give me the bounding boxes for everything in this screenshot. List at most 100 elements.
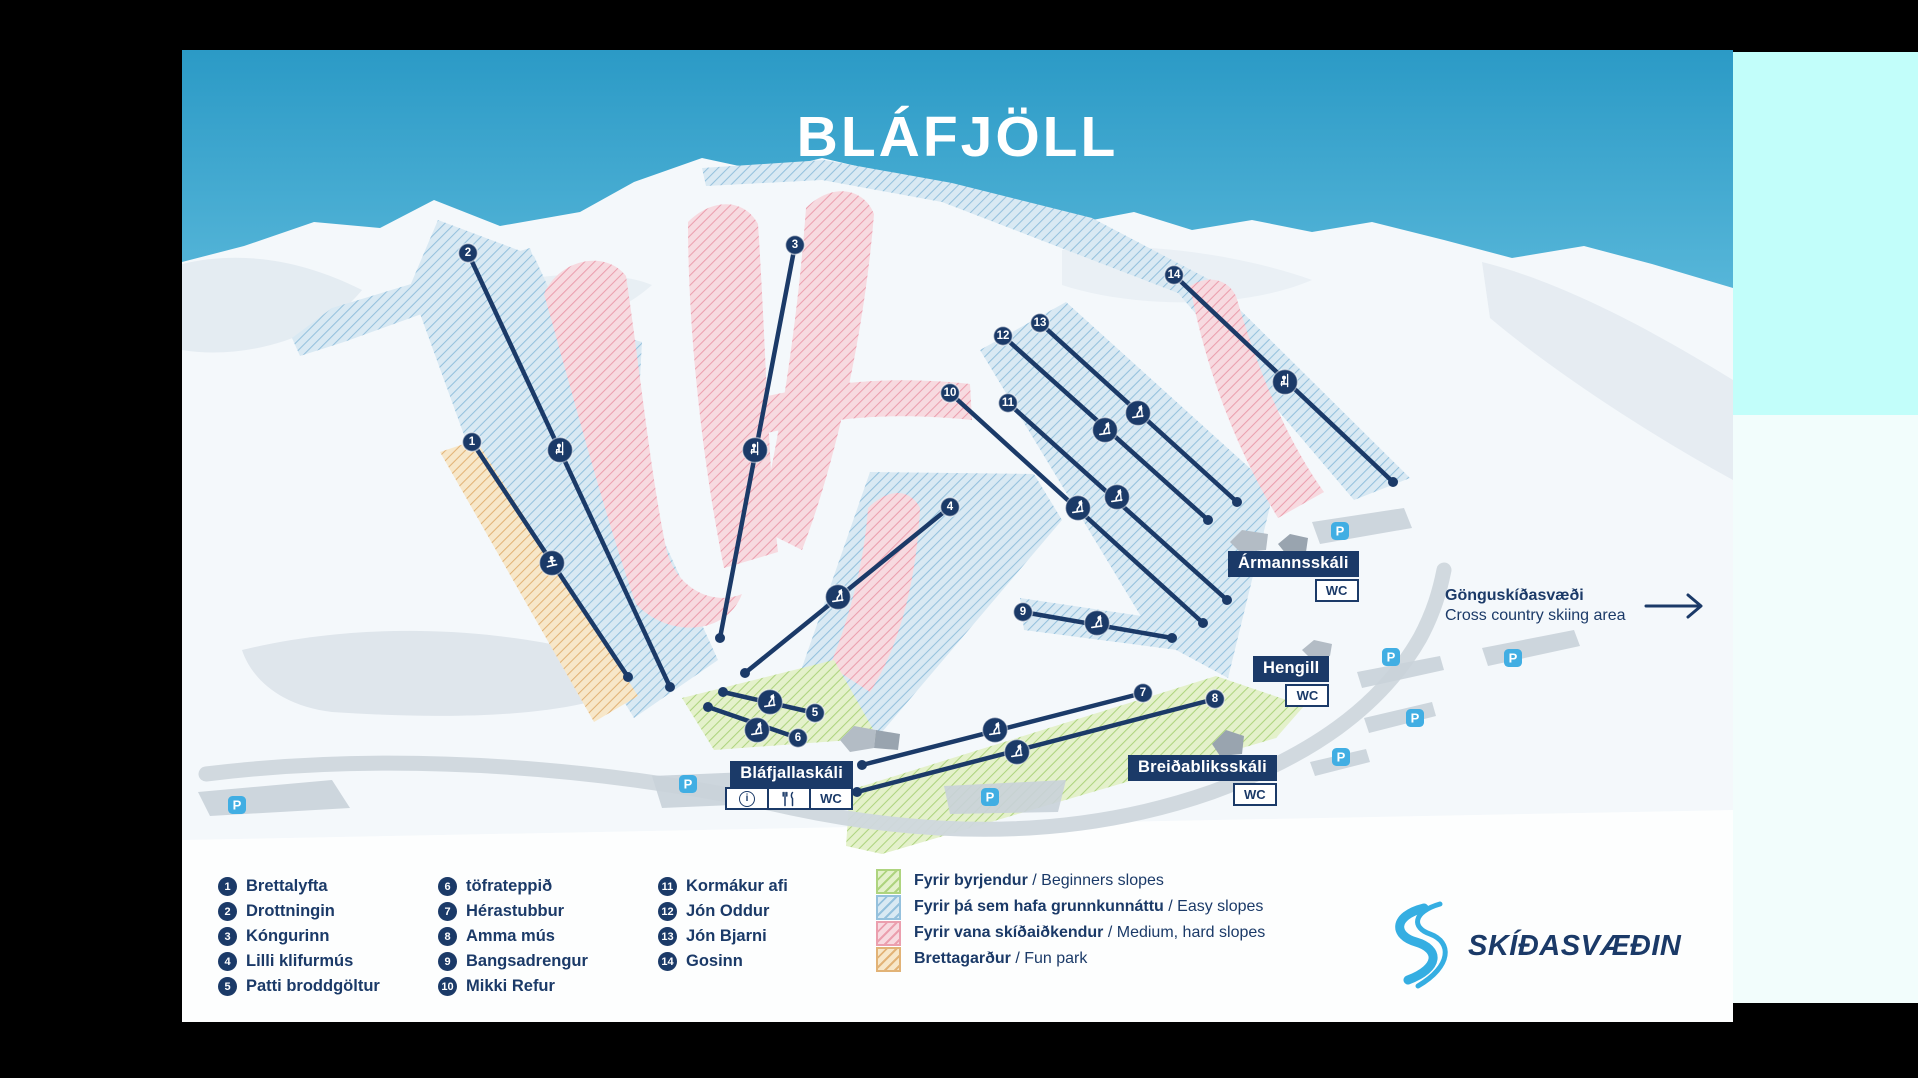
lift-endpoint-dot [623, 672, 633, 682]
lift-line [854, 696, 1218, 795]
lift-marker-11: 11 [997, 392, 1019, 414]
svg-text:P: P [1509, 651, 1518, 666]
cross-country-note: Gönguskíðasvæði Cross country skiing are… [1445, 586, 1706, 626]
lift-marker-number: 12 [997, 330, 1010, 342]
lift-4 [740, 504, 953, 678]
slope-legend-row: Fyrir byrjendur / Beginners slopes [876, 868, 1265, 894]
slope-name-is: Fyrir vana skíðaiðkendur [914, 924, 1104, 941]
lift-number-badge: 6 [438, 877, 457, 896]
hut-services: i WC [725, 787, 853, 810]
chairlift-lift-icon [546, 436, 574, 464]
resort-logo: SKÍÐASVÆÐIN [1380, 900, 1681, 992]
orange-hatch-swatch [876, 946, 901, 972]
lift-endpoint-dot [740, 668, 750, 678]
restaurant-icon [782, 791, 794, 806]
pink-hatch-swatch [876, 920, 901, 946]
skier-lift-icon [1083, 609, 1111, 637]
svg-text:P: P [1387, 650, 1396, 665]
lift-marker-number: 14 [1168, 269, 1181, 281]
hut-services: WC [1314, 579, 1359, 602]
svg-text:P: P [684, 777, 693, 792]
lift-marker-12: 12 [992, 325, 1014, 347]
lift-13 [1037, 320, 1242, 507]
lift-marker-number: 10 [944, 387, 957, 399]
lift-marker-3: 3 [784, 234, 806, 256]
arrow-right-icon [1644, 593, 1703, 619]
parking-icon: P [981, 788, 999, 806]
lift-legend-item: 6 töfrateppið [438, 874, 658, 899]
skier-lift-icon [1103, 483, 1131, 511]
lift-number-badge: 11 [658, 877, 677, 896]
lift-14 [1171, 272, 1398, 487]
parking-icon: P [679, 775, 697, 793]
green-hatch-swatch [876, 868, 901, 894]
lift-number-badge: 10 [438, 977, 457, 996]
chairlift-lift-icon [741, 436, 769, 464]
hut-services: WC [1232, 783, 1277, 806]
lifts-layer [465, 242, 1398, 797]
svg-text:P: P [1336, 524, 1345, 539]
lift-number-badge: 5 [218, 977, 237, 996]
skier-lift-icon [981, 716, 1009, 744]
lift-name: Jón Bjarni [686, 927, 767, 945]
skier-lift-icon [824, 583, 852, 611]
lift-marker-4: 4 [939, 496, 961, 518]
hut-name: Bláfjallaskáli [730, 761, 853, 787]
food-icon [767, 787, 811, 810]
snowboarder-lift-icon [538, 549, 566, 577]
lift-endpoint-dot [1232, 497, 1242, 507]
lift-name: Mikki Refur [466, 977, 555, 995]
info-icon: i [739, 790, 755, 807]
lift-name: töfrateppið [466, 877, 553, 895]
wc-badge: WC [1285, 684, 1330, 707]
lift-name: Lilli klifurmús [246, 952, 354, 970]
lift-number-badge: 12 [658, 902, 677, 921]
lift-marker-number: 7 [1140, 687, 1146, 699]
lift-marker-1: 1 [461, 431, 483, 453]
slope-name-is: Brettagarður [914, 950, 1011, 967]
hut-label-4: Bláfjallaskáli i WC [725, 761, 853, 810]
lift-number-badge: 7 [438, 902, 457, 921]
parking-icon: P [1382, 648, 1400, 666]
wc-badge: WC [809, 787, 853, 810]
lift-name: Kormákur afi [686, 877, 788, 895]
lift-marker-number: 6 [795, 732, 801, 744]
lift-endpoint-dot [1167, 633, 1177, 643]
lift-endpoint-dot [715, 633, 725, 643]
wc-badge: WC [1314, 579, 1359, 602]
slope-legend-row: Brettagarður / Fun park [876, 946, 1265, 972]
buildings [840, 530, 1332, 756]
hut-name: Breiðabliksskáli [1128, 755, 1277, 781]
parking-icon: P [228, 796, 246, 814]
blue-hatch-swatch [876, 894, 901, 920]
lift-marker-9: 9 [1012, 601, 1034, 623]
lift-marker-8: 8 [1204, 688, 1226, 710]
lift-marker-10: 10 [939, 382, 961, 404]
logo-wordmark: SKÍÐASVÆÐIN [1468, 929, 1682, 962]
lift-2 [465, 250, 675, 692]
lift-marker-number: 2 [465, 247, 471, 259]
skier-lift-icon [1124, 399, 1152, 427]
lift-number-badge: 4 [218, 952, 237, 971]
lift-marker-2: 2 [457, 242, 479, 264]
lift-number-badge: 13 [658, 927, 677, 946]
parking-icon: P [1406, 709, 1424, 727]
skier-lift-icon [756, 688, 784, 716]
slope-name-en: / Medium, hard slopes [1103, 924, 1266, 941]
wc-badge: WC [1232, 783, 1277, 806]
lift-number-badge: 3 [218, 927, 237, 946]
slope-name-is: Fyrir þá sem hafa grunnkunnáttu [914, 898, 1164, 915]
